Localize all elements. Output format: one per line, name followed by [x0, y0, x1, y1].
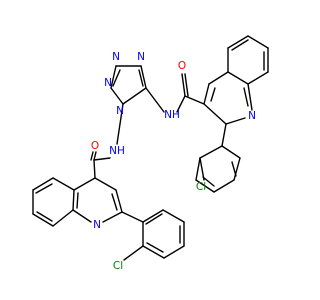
- bond-10: [184, 73, 189, 97]
- tetrazole-nitrogen-3: N: [104, 77, 112, 89]
- bond-60: [163, 245, 185, 259]
- bond-48: [111, 193, 118, 211]
- bond-30: [195, 179, 215, 193]
- bond-39: [93, 151, 97, 161]
- bond-layer: [32, 35, 269, 261]
- bond-18: [210, 87, 216, 102]
- bond-2: [122, 87, 147, 105]
- bond-25: [231, 39, 249, 51]
- bond-5: [112, 69, 121, 87]
- bond-59: [142, 245, 165, 259]
- bond-14: [227, 71, 249, 85]
- carbonyl-oxygen-lower: O: [91, 140, 99, 152]
- bond-57: [121, 211, 144, 223]
- bond-37: [116, 103, 124, 145]
- bond-13: [208, 71, 229, 85]
- bond-36: [199, 157, 205, 181]
- bond-33: [221, 145, 241, 159]
- bond-19: [243, 87, 249, 107]
- bond-11: [184, 95, 205, 105]
- bond-8: [176, 95, 186, 113]
- amide-nh-upper: NH: [164, 109, 180, 121]
- tetrazole-nitrogen-1: N: [112, 51, 120, 63]
- chlorine-upper: Cl: [196, 181, 206, 193]
- bond-9: [181, 73, 186, 97]
- bond-38: [93, 157, 111, 161]
- bond-4: [110, 65, 117, 89]
- tetrazole-nitrogen-2: N: [137, 51, 145, 63]
- atom-label-layer: N N N N NH NH O O N N Cl Cl: [91, 51, 256, 272]
- bond-35: [231, 161, 237, 177]
- bond-40: [90, 151, 94, 161]
- bond-12: [203, 83, 210, 105]
- bond-29: [195, 157, 201, 181]
- bond-24: [247, 71, 269, 85]
- chlorine-lower: Cl: [113, 260, 123, 272]
- quinoline-nitrogen-lower: N: [93, 219, 101, 231]
- bond-17: [203, 103, 227, 125]
- bond-34: [202, 176, 215, 187]
- bond-21: [227, 35, 249, 49]
- amide-nh-lower: NH: [109, 145, 125, 157]
- bond-3: [110, 87, 124, 105]
- bond-66: [145, 213, 163, 225]
- bond-45: [72, 209, 92, 223]
- quinoline-nitrogen-upper: N: [248, 110, 256, 122]
- bond-28: [199, 145, 223, 159]
- bond-31: [213, 179, 235, 193]
- bond-22: [247, 35, 269, 49]
- bond-55: [35, 183, 53, 194]
- bond-1: [140, 65, 147, 89]
- bond-62: [162, 209, 185, 223]
- bond-41: [93, 159, 96, 179]
- bond-51: [32, 177, 54, 191]
- bond-49: [76, 192, 79, 209]
- bond-6: [138, 69, 144, 87]
- bond-16: [225, 117, 246, 125]
- bond-44: [102, 211, 123, 223]
- bond-50: [52, 177, 75, 191]
- bond-54: [52, 209, 74, 227]
- bond-43: [115, 189, 123, 213]
- bond-46: [72, 189, 75, 211]
- bond-64: [146, 242, 164, 253]
- tetrazole-nitrogen-4: N: [116, 105, 124, 117]
- bond-7: [145, 87, 165, 113]
- bond-67: [123, 245, 144, 261]
- bond-15: [247, 83, 253, 111]
- bond-56: [36, 211, 53, 222]
- bond-63: [142, 209, 164, 223]
- bond-53: [32, 213, 54, 227]
- carbonyl-oxygen-upper: O: [178, 60, 186, 72]
- bond-47: [73, 177, 96, 191]
- bond-32: [233, 157, 241, 181]
- bond-42: [94, 177, 117, 191]
- molecule-structure: N N N N NH NH O O N N Cl Cl: [32, 35, 269, 272]
- bond-27: [221, 123, 227, 147]
